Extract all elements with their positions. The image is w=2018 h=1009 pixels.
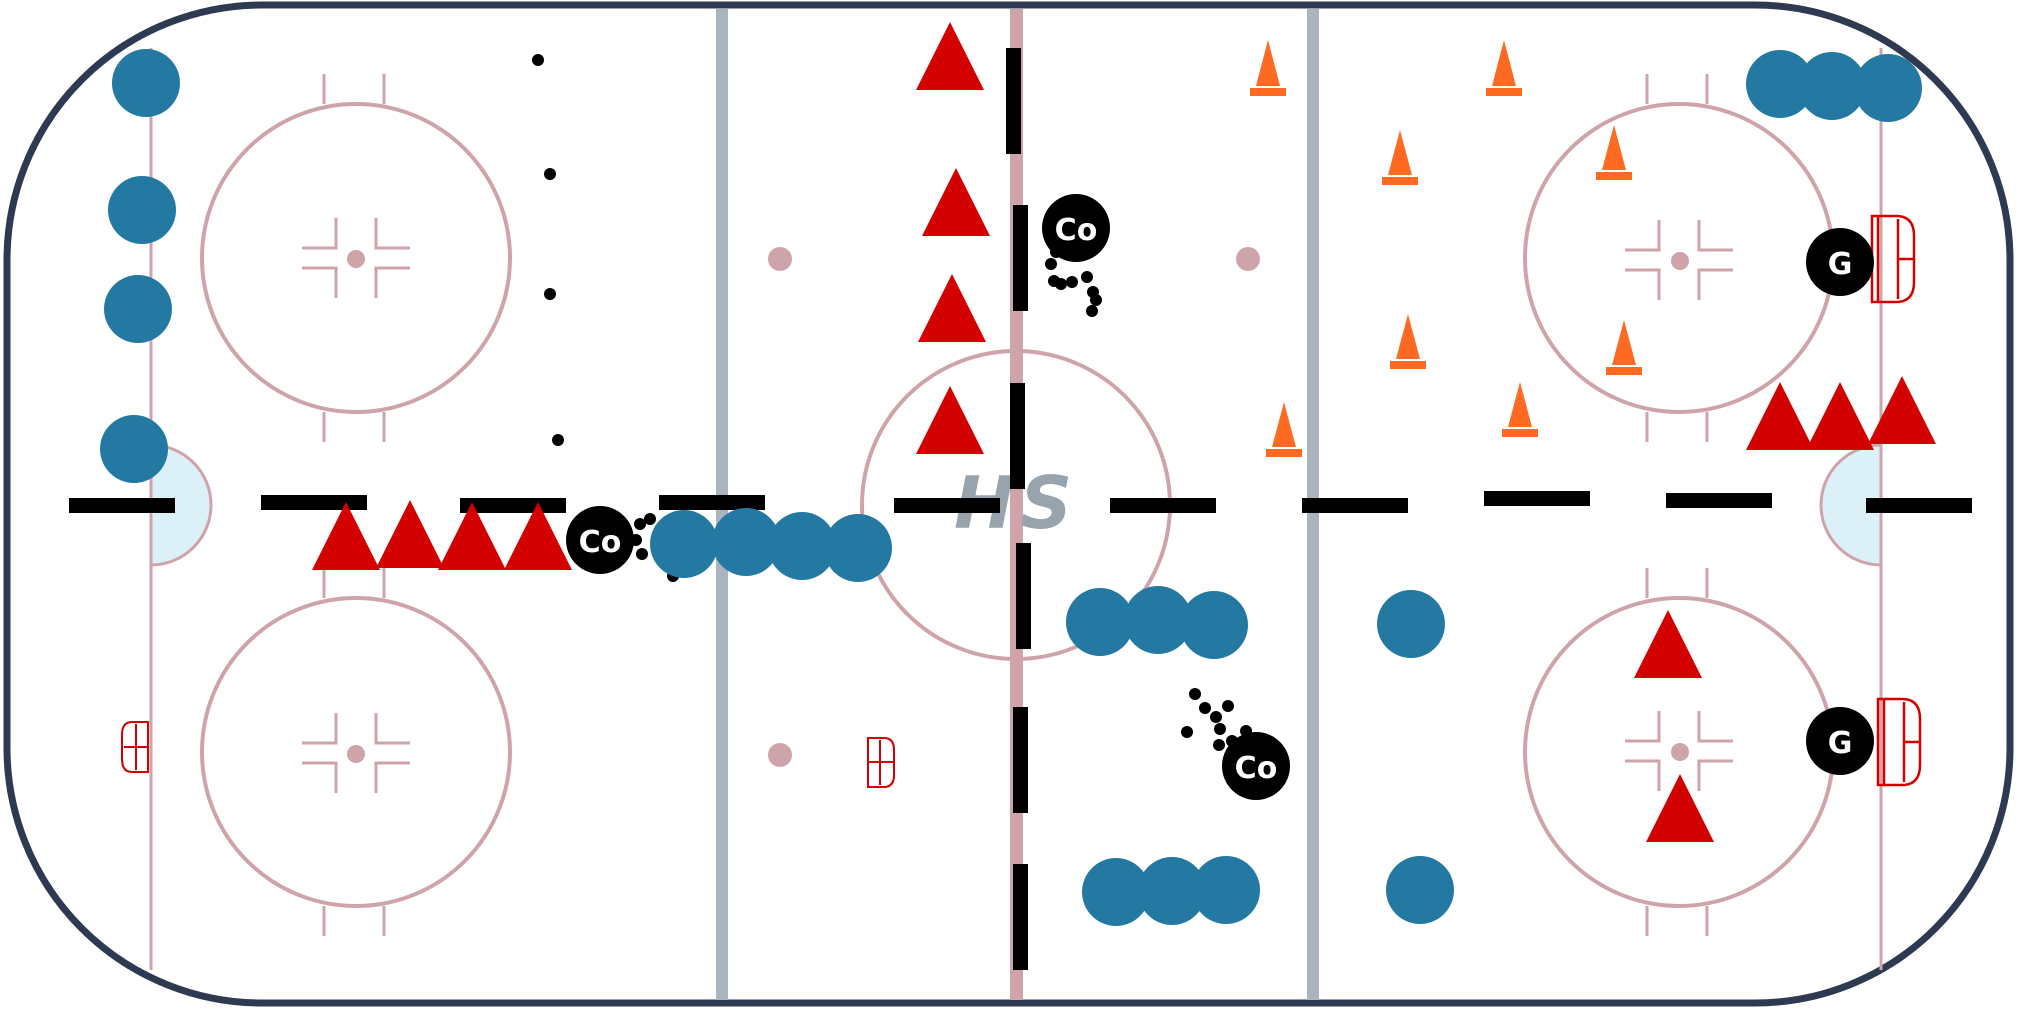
cone-marker [1486,40,1522,96]
net-right-top [1870,214,1916,304]
player [1124,586,1192,654]
player [1746,50,1814,118]
triangle-marker [1646,774,1714,842]
neutral-dot [1236,247,1260,271]
player [1854,54,1922,122]
goalie-label: G [1828,247,1853,282]
rink-boards [3,1,2014,1007]
player [650,510,718,578]
coach-token: Co [566,506,634,574]
triangle-marker [1806,382,1874,450]
faceoff-circle-bottom-left [200,568,512,936]
net-left-small [121,721,149,773]
player [100,415,168,483]
goalie-label: G [1828,726,1853,761]
coach-token: Co [1222,732,1290,800]
player [1082,858,1150,926]
triangle-marker [1634,610,1702,678]
player [824,514,892,582]
triangle-marker [438,502,506,570]
coach-label: Co [1235,751,1278,786]
triangle-marker [504,502,572,570]
faceoff-circle-top-left [200,74,512,442]
triangle-marker [916,386,984,454]
player [1386,856,1454,924]
player [108,176,176,244]
coach-label: Co [1055,213,1098,248]
goalie-token: G [1806,228,1874,296]
crease-left [149,443,213,567]
triangle-marker [1868,376,1936,444]
player [712,508,780,576]
crease-right [1819,443,1883,567]
triangle-marker [312,502,380,570]
cone-marker [1606,320,1642,375]
cone-marker [1382,130,1418,185]
player [104,275,172,343]
player [1180,591,1248,659]
horizontal-dash-line [69,491,1972,513]
neutral-dot [768,743,792,767]
player [1066,588,1134,656]
net-right-bottom [1876,697,1922,787]
player [768,512,836,580]
player [1192,856,1260,924]
player [1798,52,1866,120]
triangle-markers [312,22,1936,842]
vertical-dash-line [1006,48,1031,970]
triangle-marker [1746,382,1814,450]
cone-marker [1390,314,1426,369]
cone-marker [1266,402,1302,457]
goalie-token: G [1806,707,1874,775]
triangle-marker [922,168,990,236]
cone-marker [1596,125,1632,180]
player [1377,590,1445,658]
players [100,49,1922,926]
player [1138,857,1206,925]
coach-label: Co [579,525,622,560]
cone-marker [1502,382,1538,437]
player [112,49,180,117]
triangle-marker [916,22,984,90]
net-center-small [867,737,895,788]
cone-markers [1250,40,1642,457]
triangle-marker [376,500,444,568]
triangle-marker [918,274,986,342]
cone-marker [1250,40,1286,96]
coach-token: Co [1042,194,1110,262]
neutral-dot [768,247,792,271]
puck-dots-column [532,54,564,446]
